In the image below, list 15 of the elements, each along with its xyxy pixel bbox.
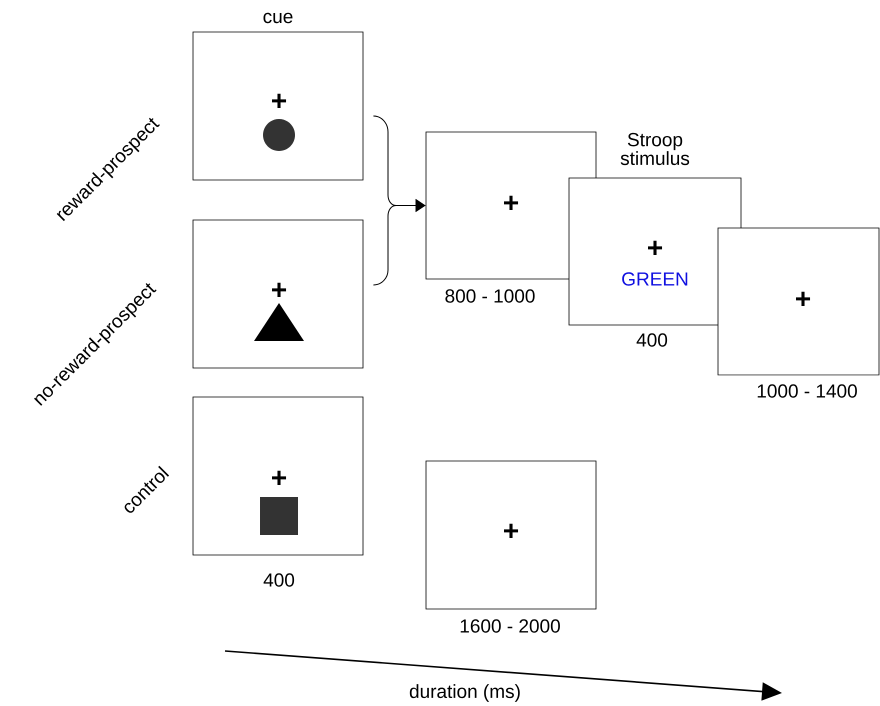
fixation-cross: + — [272, 470, 286, 485]
fixation-cross: + — [504, 196, 518, 210]
fixation-cross: + — [648, 240, 662, 255]
duration-label: 800 - 1000 — [445, 289, 535, 303]
stimulus-heading: Stroop stimulus — [620, 132, 690, 166]
fixation-cross: + — [504, 524, 518, 538]
axis-label: duration (ms) — [410, 684, 520, 702]
duration-label: 1000 - 1400 — [758, 384, 857, 398]
duration-label: 400 — [636, 333, 668, 347]
fixation-cross: + — [272, 94, 286, 108]
fixation-cross: + — [272, 282, 286, 297]
duration-label: 1600 - 2000 — [460, 619, 560, 633]
duration-label: 400 — [264, 573, 294, 587]
fixation-cross: + — [796, 292, 810, 306]
color-word: GREEN — [622, 272, 688, 286]
